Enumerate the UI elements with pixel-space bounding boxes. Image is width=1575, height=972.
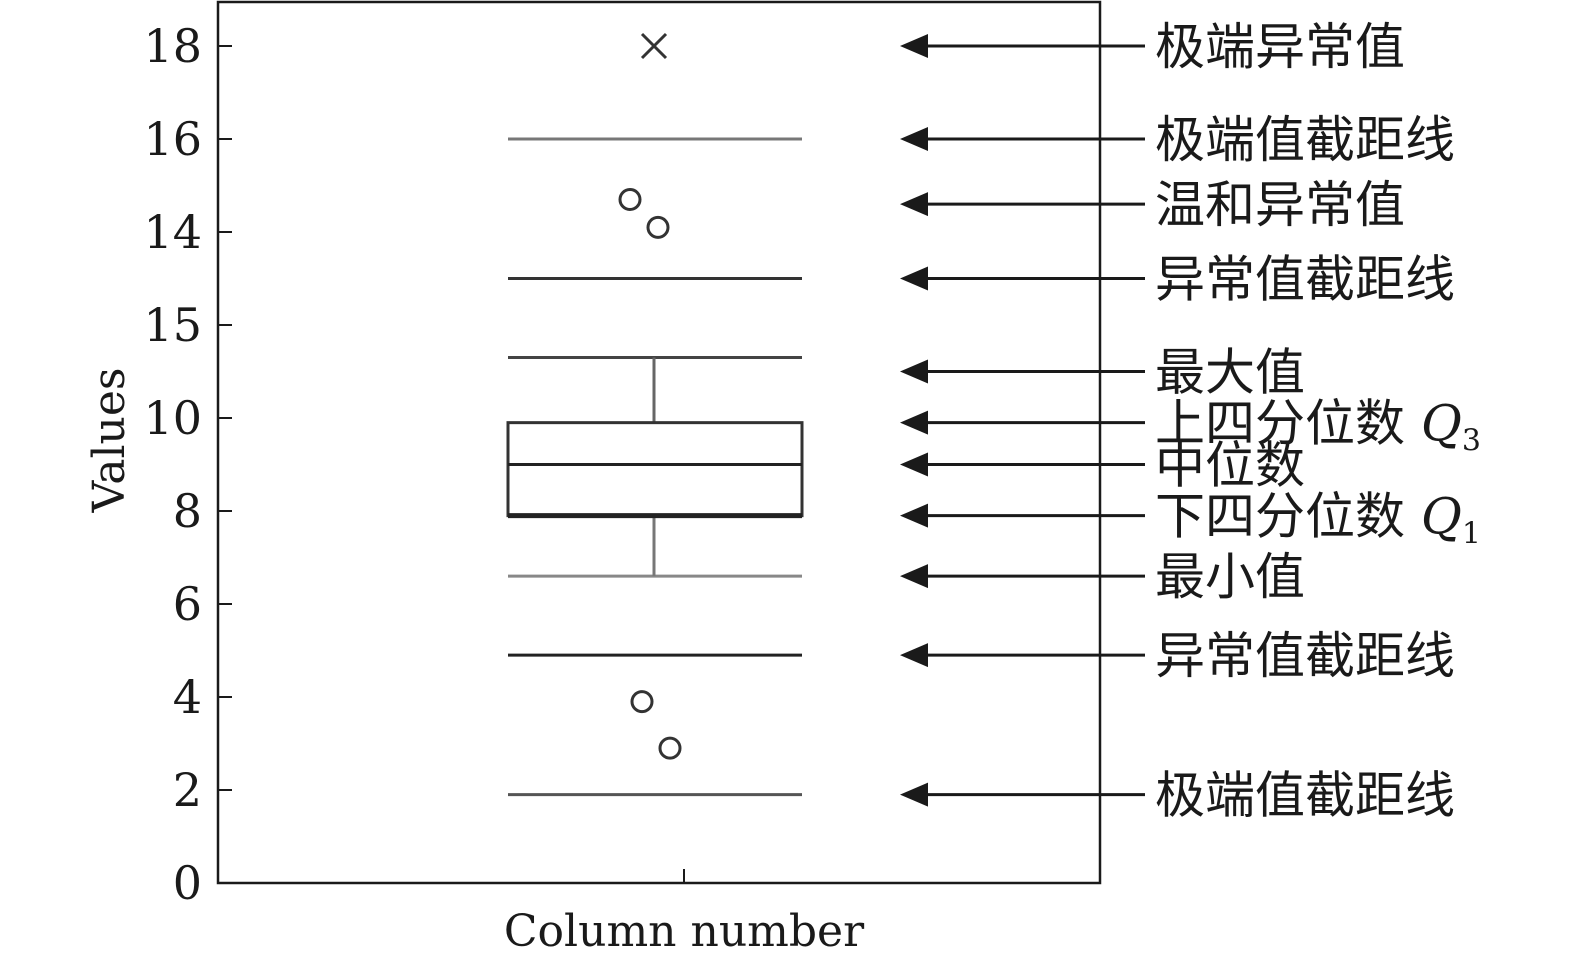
annotation-lower-extreme-fence: 极端值截距线 bbox=[900, 767, 1455, 825]
annotation-arrowhead bbox=[900, 410, 928, 435]
annotation-arrowhead bbox=[900, 34, 928, 58]
y-axis-title: Values bbox=[84, 368, 135, 514]
box-plot-group bbox=[506, 137, 804, 797]
y-axis-ticks-group: 0 2 4 6 8 10 15 14 16 18 bbox=[143, 19, 232, 910]
annotation-label: 异常值截距线 bbox=[1155, 251, 1455, 309]
extreme-outlier-cross-b bbox=[640, 32, 668, 60]
annotation-label: 极端值截距线 bbox=[1155, 767, 1455, 825]
annotation-label: 上四分位数 Q3 bbox=[1155, 395, 1481, 459]
annotation-arrowhead bbox=[900, 127, 928, 151]
y-tick-label: 16 bbox=[143, 112, 202, 166]
mild-outlier-point bbox=[630, 690, 654, 714]
annotation-arrowhead bbox=[900, 643, 928, 668]
y-tick-label: 4 bbox=[173, 670, 202, 724]
annotation-median: 中位数 bbox=[900, 437, 1305, 495]
annotation-minimum: 最小值 bbox=[900, 548, 1305, 606]
annotation-upper-outlier-fence: 异常值截距线 bbox=[900, 251, 1455, 309]
annotation-label: 最大值 bbox=[1155, 344, 1305, 402]
mild-outlier-point bbox=[618, 187, 642, 211]
mild-outlier-point bbox=[646, 215, 670, 239]
annotation-lower-outlier-fence: 异常值截距线 bbox=[900, 627, 1455, 685]
annotation-arrowhead bbox=[900, 782, 928, 807]
y-tick-label: 2 bbox=[173, 763, 202, 817]
annotation-label: 温和异常值 bbox=[1155, 176, 1405, 234]
annotation-upper-quartile: 上四分位数 Q3 bbox=[900, 395, 1481, 459]
annotation-maximum: 最大值 bbox=[900, 344, 1305, 402]
annotation-extreme-outlier: 极端异常值 bbox=[900, 18, 1405, 76]
annotation-arrowhead bbox=[900, 359, 928, 384]
y-tick-label: 6 bbox=[173, 577, 202, 631]
annotation-label: 下四分位数 Q1 bbox=[1155, 488, 1481, 552]
plot-frame bbox=[216, 0, 1102, 885]
annotation-arrowhead bbox=[900, 266, 928, 291]
mild-outlier-point bbox=[658, 736, 682, 760]
annotation-label: 极端值截距线 bbox=[1155, 111, 1455, 169]
annotation-label: 中位数 bbox=[1155, 437, 1305, 495]
y-tick-label: 18 bbox=[143, 19, 202, 73]
y-tick-label: 15 bbox=[143, 298, 202, 352]
annotation-arrowhead bbox=[900, 192, 928, 217]
annotation-arrowhead bbox=[900, 564, 928, 589]
y-tick-label: 14 bbox=[143, 205, 202, 259]
annotation-label: 最小值 bbox=[1155, 548, 1305, 606]
annotation-upper-extreme-fence: 极端值截距线 bbox=[900, 111, 1455, 169]
extreme-outlier-point bbox=[640, 32, 668, 60]
outliers-group bbox=[618, 32, 682, 760]
annotation-lower-quartile: 下四分位数 Q1 bbox=[900, 488, 1481, 552]
x-axis-title: Column number bbox=[504, 906, 865, 957]
annotation-mild-outlier: 温和异常值 bbox=[900, 176, 1405, 234]
plot-frame-group bbox=[216, 0, 1102, 885]
y-tick-label: 0 bbox=[173, 856, 202, 910]
annotation-label: 异常值截距线 bbox=[1155, 627, 1455, 685]
annotation-arrowhead bbox=[900, 452, 928, 477]
annotation-label: 极端异常值 bbox=[1155, 18, 1405, 76]
y-tick-label: 8 bbox=[173, 484, 202, 538]
y-tick-label: 10 bbox=[143, 391, 202, 445]
annotation-arrowhead bbox=[900, 503, 928, 528]
iqr-box bbox=[506, 421, 804, 518]
